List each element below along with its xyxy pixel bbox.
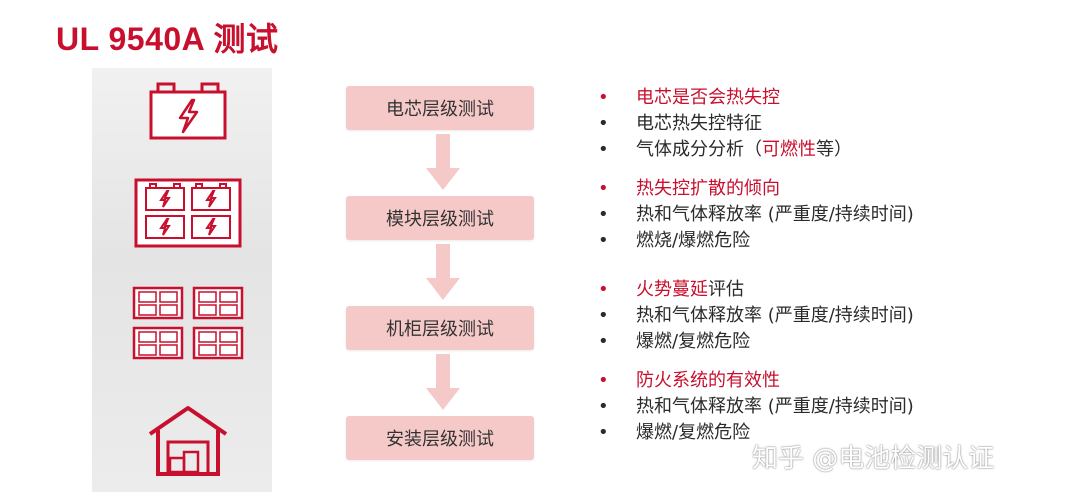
down-arrow-icon <box>426 134 460 190</box>
installation-warehouse-icon <box>148 406 228 476</box>
step-installation-level: 安装层级测试 <box>346 416 534 460</box>
battery-rack-icon <box>132 286 244 360</box>
watermark: 知乎 @电池检测认证 <box>752 444 995 474</box>
bullet-marker: • <box>598 139 609 160</box>
bullet-marker: • <box>598 331 609 352</box>
bullet-marker: • <box>598 204 609 225</box>
page-title: UL 9540A 测试 <box>56 21 279 57</box>
battery-cell-icon <box>149 82 227 140</box>
bullet-marker: • <box>598 305 609 326</box>
bullet-marker: • <box>598 422 609 443</box>
down-arrow-icon <box>426 244 460 300</box>
bullet-marker: • <box>598 230 609 251</box>
bullet-marker: • <box>598 370 609 391</box>
bullet-marker: • <box>598 279 609 300</box>
highlight-text: 防火系统的有效性 <box>636 370 780 391</box>
step-unit-level: 机柜层级测试 <box>346 306 534 350</box>
down-arrow-icon <box>426 354 460 410</box>
step-module-level: 模块层级测试 <box>346 196 534 240</box>
bullet-marker: • <box>598 87 609 108</box>
battery-module-icon <box>134 178 242 248</box>
bullet-marker: • <box>598 396 609 417</box>
bullet-marker: • <box>598 113 609 134</box>
highlight-text: 热失控扩散的倾向 <box>636 178 780 199</box>
highlight-text: 可燃性 <box>762 139 816 160</box>
highlight-text: 火势蔓延 <box>636 279 708 300</box>
step-cell-level: 电芯层级测试 <box>346 86 534 130</box>
highlight-text: 电芯是否会热失控 <box>636 87 780 108</box>
bullet-marker: • <box>598 178 609 199</box>
